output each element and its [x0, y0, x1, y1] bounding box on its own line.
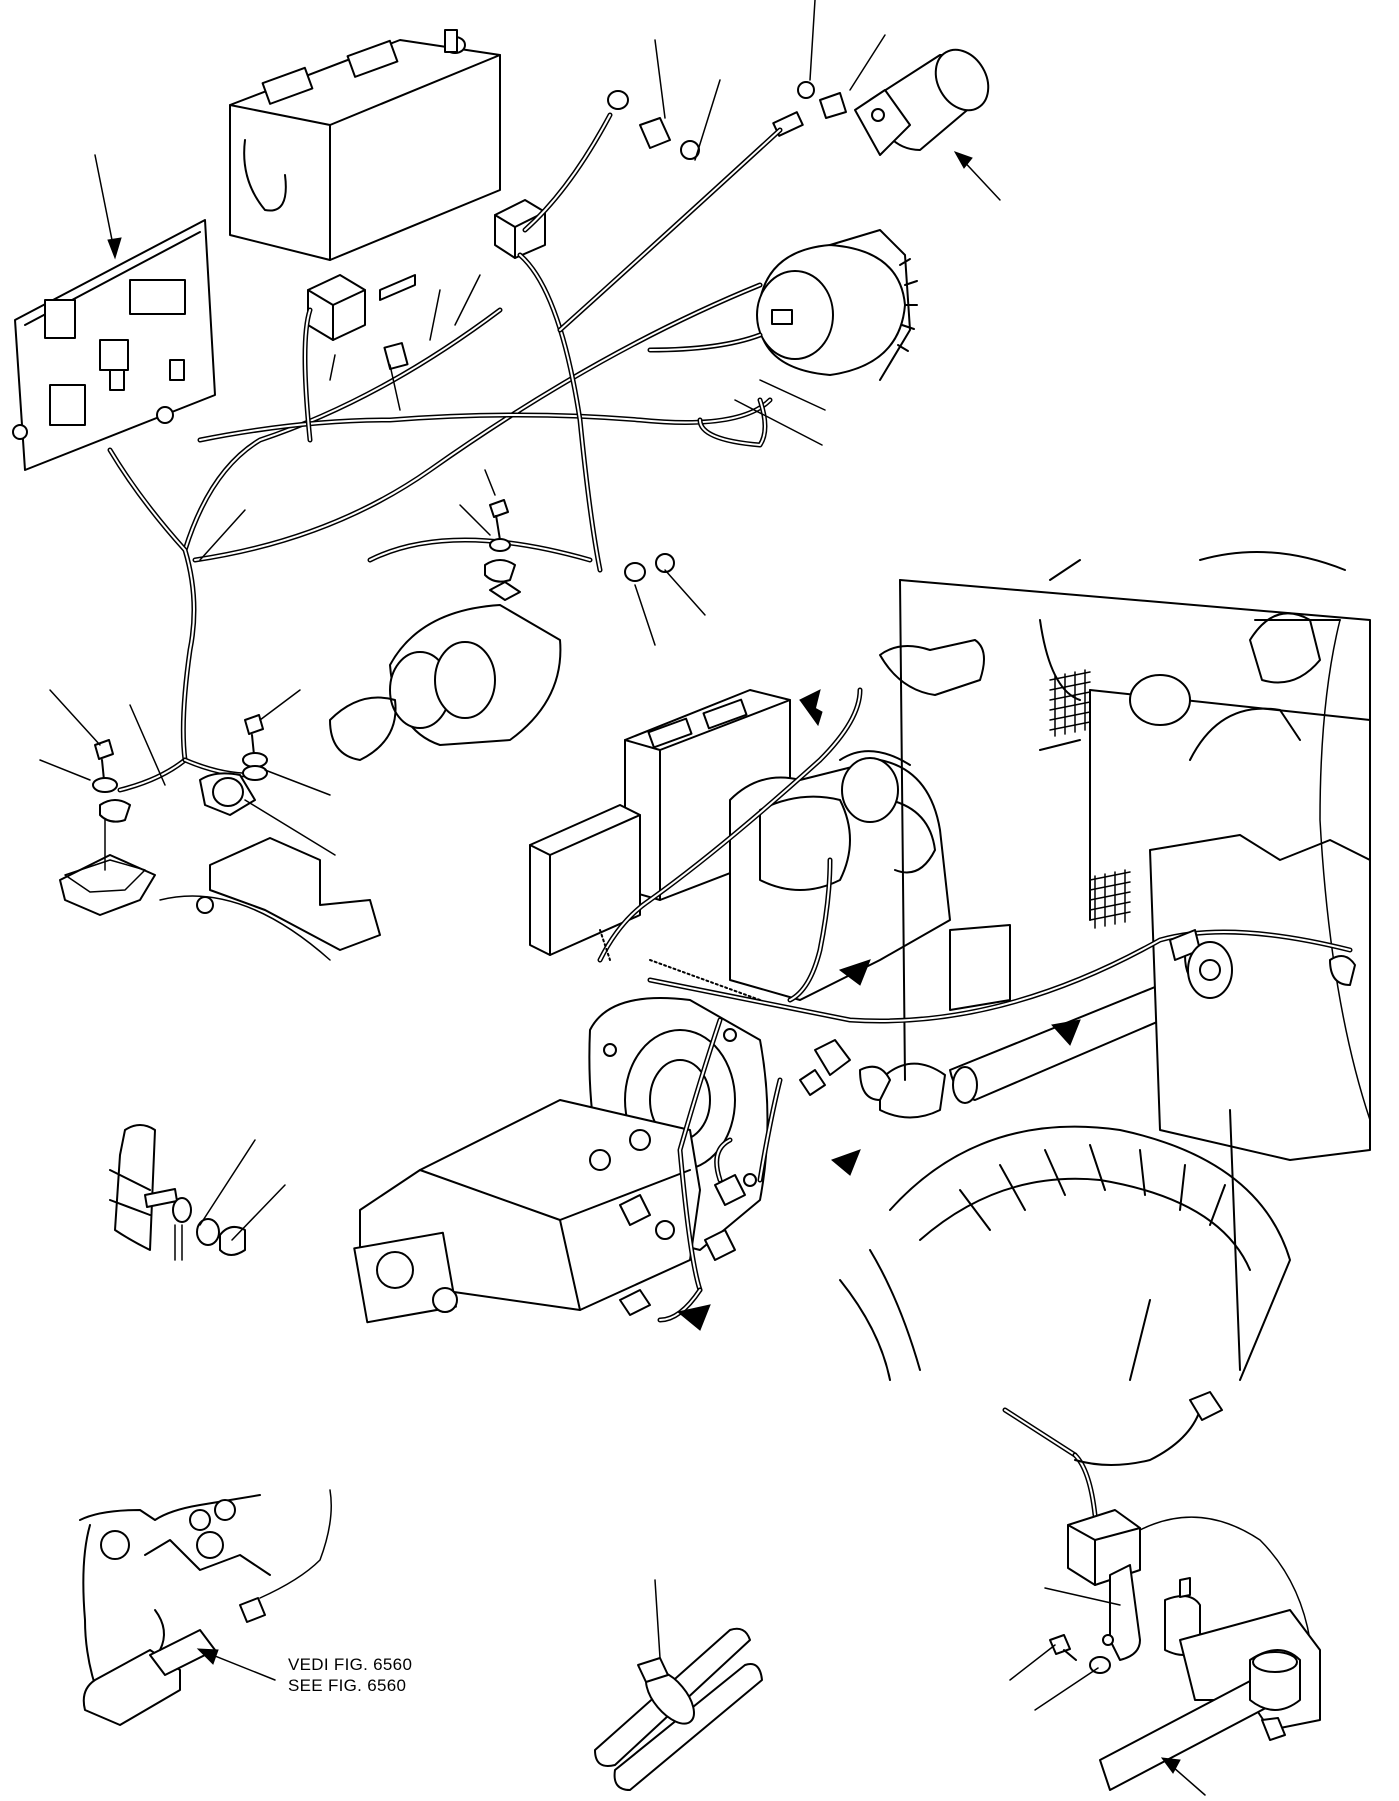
alternator: [756, 229, 918, 381]
engine-body: [729, 639, 1011, 1011]
engine-sensors: [619, 929, 1356, 1261]
tire-right: [839, 1125, 1291, 1381]
relay-boxes-top: [307, 199, 546, 370]
detail-solenoid-bottom-right: [1002, 1391, 1321, 1791]
corrugated-conduit: [599, 929, 761, 1001]
figure-reference-see: SEE FIG. 6560: [288, 1676, 407, 1695]
harness-center: [597, 687, 1353, 1323]
direction-arrows: [676, 689, 1081, 1331]
crosshatch-panel-1: [1049, 669, 1091, 737]
sensors-top: [607, 81, 847, 160]
fastener-stack-lower-left: [109, 1124, 246, 1261]
control-board-top-left: [12, 219, 216, 471]
starter-motor: [329, 581, 562, 761]
chassis-frame-right: [899, 551, 1371, 1381]
figure-reference-vedi: VEDI FIG. 6560: [288, 1655, 413, 1674]
crosshatch-panel-2: [1089, 869, 1131, 929]
battery-top-left: [229, 29, 501, 261]
fuel-filter-top-right: [854, 48, 990, 156]
ground-bracket-left: [59, 772, 381, 961]
ecu-center: [529, 804, 641, 956]
hydraulic-pump: [353, 1099, 701, 1324]
drive-shaft: [879, 984, 1186, 1119]
fastener-bolt-washer-mid: [484, 499, 675, 583]
detail-cable-tie: [594, 1627, 763, 1791]
callout-leader-lines: [39, 0, 1206, 1796]
harness-top: [107, 112, 783, 793]
